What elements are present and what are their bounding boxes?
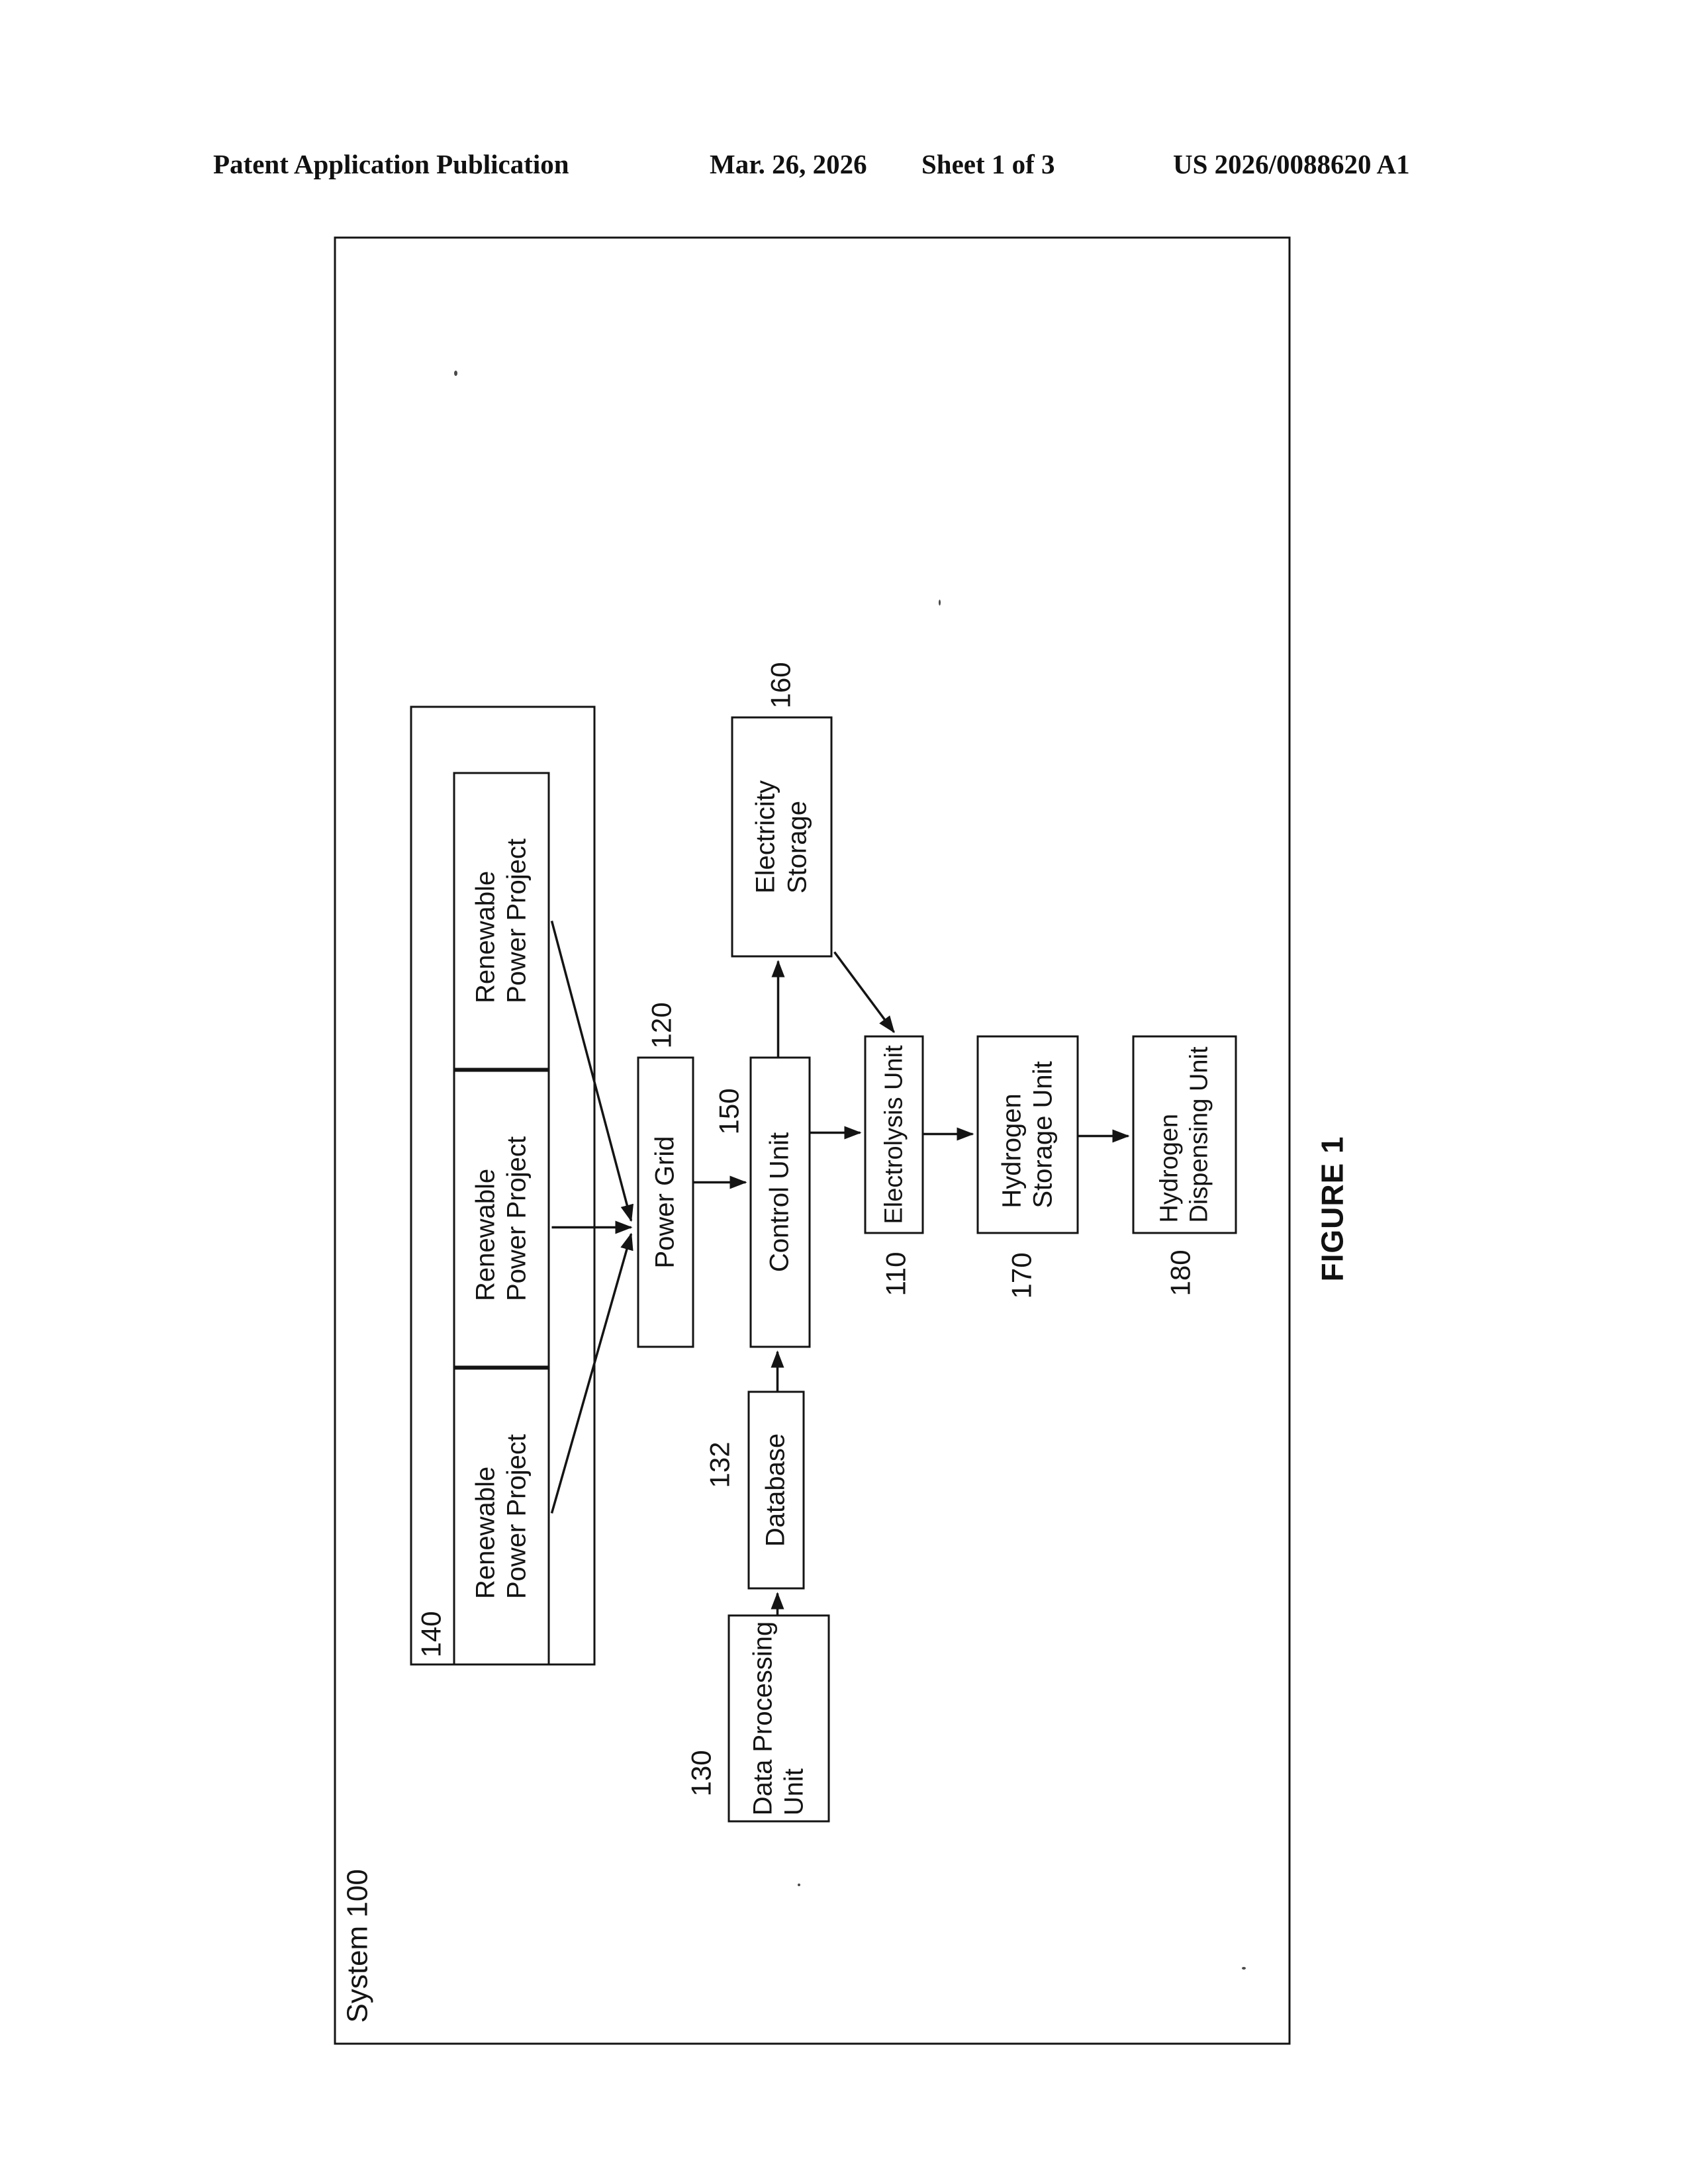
scan-speck: [1242, 1967, 1246, 1970]
page-header: Patent Application Publication Mar. 26, …: [0, 148, 1688, 188]
arrow-electricity-storage-to-electrolysis-unit: [833, 951, 895, 1034]
scan-speck: [798, 1884, 800, 1886]
scan-speck: [939, 600, 941, 606]
figure-canvas: System 100 140 Renewable Power Project R…: [334, 236, 1350, 2045]
flow-arrows: [550, 921, 1130, 1615]
publication-type-label: Patent Application Publication: [213, 149, 569, 179]
document-number: US 2026/0088620 A1: [1173, 149, 1410, 179]
figure-caption: FIGURE 1: [1315, 1136, 1350, 1282]
sheet-number: Sheet 1 of 3: [921, 149, 1055, 179]
scan-speck: [454, 371, 457, 376]
publication-date: Mar. 26, 2026: [710, 149, 867, 179]
arrow-renewable1-to-power-grid: [550, 1232, 633, 1514]
arrow-renewable3-to-power-grid: [550, 921, 634, 1222]
